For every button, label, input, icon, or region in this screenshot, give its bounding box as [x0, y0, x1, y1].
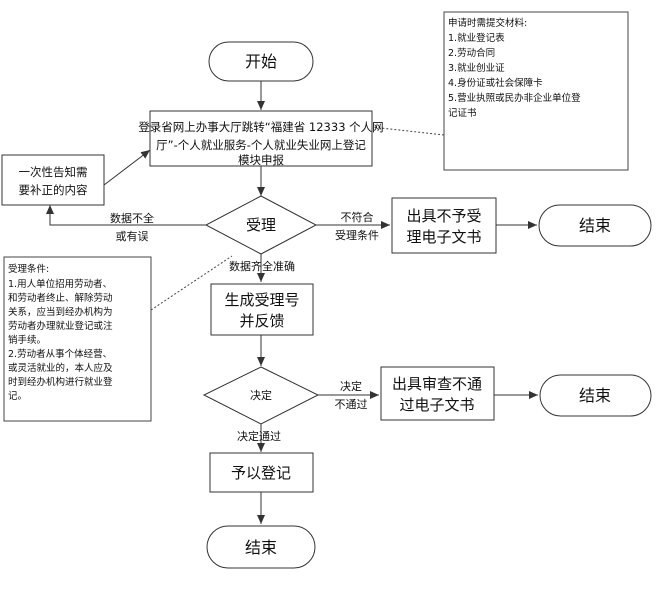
edge-label-noncompliant: 受理条件 [335, 228, 379, 242]
login-node: 登录省网上办事大厅跳转“福建省 12333 个人网 厅”-个人就业服务-个人就业… [138, 110, 384, 167]
materials-item: 记证书 [448, 107, 477, 119]
materials-item: 4.身份证或社会保障卡 [448, 77, 543, 89]
fail-label: 出具审查不通 [392, 375, 482, 393]
fail-label: 过电子文书 [399, 396, 474, 414]
generate-label: 生成受理号 [224, 291, 299, 309]
conditions-line: 1.用人单位招用劳动者、 [8, 278, 112, 290]
reject-label: 出具不予受 [406, 207, 481, 225]
end-node-1: 结束 [538, 204, 652, 247]
edge-accept-to-supplement [46, 205, 206, 226]
conditions-line: 关系，应当到经办机构为 [8, 306, 113, 318]
login-label: 模块申报 [238, 153, 284, 167]
materials-note-connector [371, 126, 445, 136]
decide-decision: 决定 [202, 366, 320, 425]
start-node: 开始 [208, 41, 314, 82]
materials-item: 2.劳动合同 [448, 47, 495, 59]
edge-label-noncompliant: 不符合 [341, 210, 374, 224]
edge-label-incomplete: 或有误 [116, 229, 149, 243]
supplement-node: 一次性告知需 要补正的内容 [1, 154, 105, 206]
register-label: 予以登记 [231, 464, 291, 482]
materials-item: 5.营业执照或民办非企业单位登 [448, 92, 581, 104]
generate-node: 生成受理号 并反馈 [210, 283, 314, 336]
conditions-note-connector [150, 255, 233, 311]
edge-supplement-to-login [103, 149, 151, 186]
edge-label-fail: 决定 [340, 379, 362, 393]
end-label: 结束 [245, 538, 277, 557]
materials-item: 3.就业创业证 [448, 62, 505, 74]
register-node: 予以登记 [209, 452, 314, 493]
decide-label: 决定 [250, 388, 272, 402]
materials-note: 申请时需提交材料: 1.就业登记表 2.劳动合同 3.就业创业证 4.身份证或社… [443, 11, 629, 171]
conditions-line: 记。 [8, 390, 27, 402]
end-label: 结束 [579, 386, 611, 405]
reject-label: 理电子文书 [406, 228, 481, 246]
end-node-3: 结束 [206, 525, 316, 569]
login-label: 登录省网上办事大厅跳转“福建省 12333 个人网 [138, 120, 383, 134]
supplement-label: 要补正的内容 [19, 183, 88, 197]
edge-label-fail: 不通过 [335, 398, 368, 411]
materials-note-title: 申请时需提交材料: [448, 17, 527, 29]
end-node-2: 结束 [539, 374, 652, 417]
conditions-line: 或灵活就业的，本人应及 [8, 362, 113, 374]
conditions-line: 2.劳动者从事个体经营、 [8, 348, 112, 360]
edge-label-complete: 数据齐全准确 [229, 259, 295, 273]
edge-label-incomplete: 数据不全 [110, 211, 154, 225]
start-label: 开始 [245, 52, 277, 71]
conditions-line: 和劳动者终止、解除劳动 [8, 292, 113, 304]
conditions-line: 时到经办机构进行就业登 [8, 376, 113, 388]
accept-decision: 受理 [204, 195, 318, 255]
materials-item: 1.就业登记表 [448, 32, 505, 44]
login-label: 厅”-个人就业服务-个人就业失业网上登记 [156, 138, 366, 152]
edge-label-pass: 决定通过 [237, 429, 281, 443]
accept-label: 受理 [246, 216, 276, 234]
end-label: 结束 [579, 216, 611, 235]
conditions-line: 劳动者办理就业登记或注 [8, 320, 113, 332]
reject-node: 出具不予受 理电子文书 [391, 197, 497, 254]
conditions-note: 受理条件: 1.用人单位招用劳动者、 和劳动者终止、解除劳动 关系，应当到经办机… [3, 256, 152, 422]
conditions-line: 销手续。 [8, 334, 46, 346]
generate-label: 并反馈 [239, 312, 284, 330]
conditions-note-title: 受理条件: [8, 263, 49, 275]
supplement-label: 一次性告知需 [19, 165, 88, 179]
fail-node: 出具审查不通 过电子文书 [380, 366, 495, 421]
